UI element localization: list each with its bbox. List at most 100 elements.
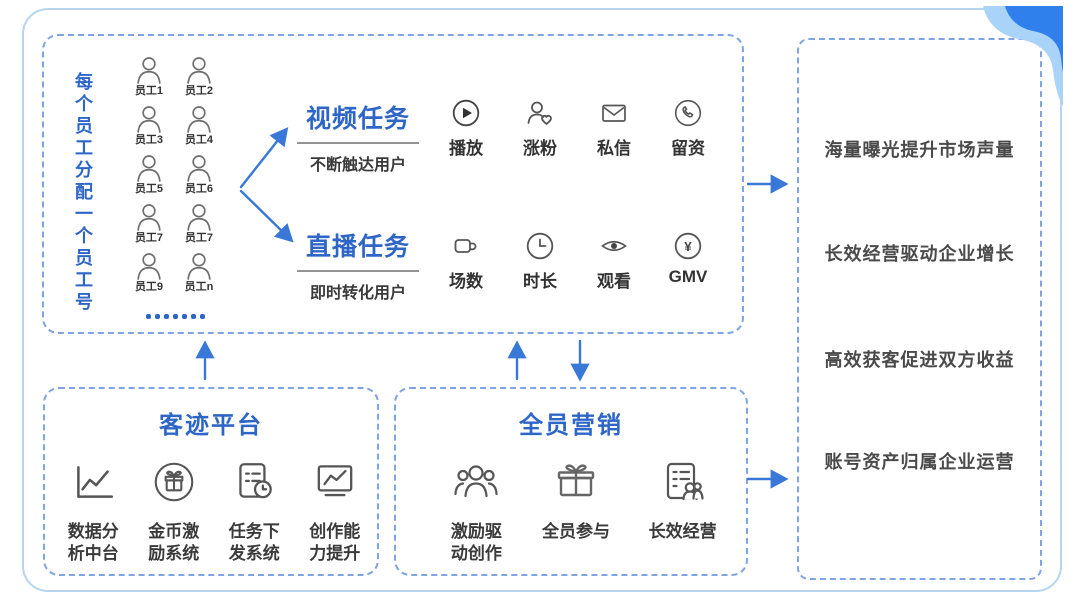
phone-icon <box>674 99 702 127</box>
metric-play: 播放 <box>436 98 496 159</box>
person-icon <box>137 155 161 182</box>
employee-item: 员工7 <box>124 203 174 249</box>
benefit-item: 海量曝光提升市场声量 <box>824 140 1015 160</box>
video-task-block: 视频任务 不断触达用户 <box>297 99 419 175</box>
data-chart-icon <box>77 466 114 498</box>
metric-label: GMV <box>668 267 708 286</box>
feature-coin-incentive: 金币激励系统 <box>147 457 201 565</box>
person-icon <box>187 204 211 231</box>
employee-label: 员工1 <box>134 85 164 97</box>
ellipsis-dots <box>146 314 205 319</box>
yuan-icon: ¥ <box>674 232 702 260</box>
person-icon <box>187 155 211 182</box>
doc-person-icon <box>666 462 704 501</box>
team-icon <box>454 465 498 498</box>
corner-wave-decoration <box>983 6 1063 106</box>
metric-label: 时长 <box>523 272 557 291</box>
coin-incentive-icon <box>154 462 194 502</box>
platform-panel: 客迹平台 数据分析中台 金币激励系统 任务下发系统 创作能力提升 <box>43 387 379 576</box>
employee-item: 员工n <box>174 252 224 298</box>
feature-creation-boost: 创作能力提升 <box>308 457 362 565</box>
employee-item: 员工6 <box>174 154 224 200</box>
person-icon <box>137 57 161 84</box>
employee-item: 员工4 <box>174 105 224 151</box>
metric-messages: 私信 <box>584 98 644 159</box>
metric-views: 观看 <box>584 231 644 292</box>
employee-item: 员工5 <box>124 154 174 200</box>
employee-grid: 员工1 员工2 员工3 员工4 员工5 员工6 <box>124 56 224 298</box>
employee-item: 员工2 <box>174 56 224 102</box>
mail-icon <box>602 104 626 122</box>
eye-icon <box>601 240 627 252</box>
marketing-panel: 全员营销 激励驱动创作 全员参与 长效经营 <box>394 387 748 576</box>
live-task-subtitle: 即时转化用户 <box>309 285 406 302</box>
metric-label: 留资 <box>671 139 705 158</box>
feature-label: 创作能力提升 <box>309 522 361 564</box>
play-icon <box>452 99 480 127</box>
feature-label: 全员参与 <box>541 522 610 541</box>
employee-label: 员工n <box>184 281 214 293</box>
outer-frame <box>22 8 1062 592</box>
metric-gmv: ¥ GMV <box>658 231 718 292</box>
benefit-item: 高效获客促进双方收益 <box>824 350 1015 370</box>
employee-item: 员工7 <box>174 203 224 249</box>
person-icon <box>187 253 211 280</box>
metric-leads: 留资 <box>658 98 718 159</box>
person-icon <box>137 204 161 231</box>
benefit-item: 账号资产归属企业运营 <box>824 452 1015 472</box>
employee-assignment-vertical-label: 每个员工分配一个员工号 <box>73 72 93 314</box>
video-task-subtitle: 不断触达用户 <box>309 157 406 174</box>
svg-text:¥: ¥ <box>684 239 692 254</box>
feature-label: 长效经营 <box>648 522 717 541</box>
feature-label: 数据分析中台 <box>67 522 119 564</box>
follower-growth-icon <box>527 101 552 125</box>
marketing-panel-title: 全员营销 <box>519 412 623 439</box>
task-dispatch-icon <box>239 463 273 499</box>
employee-label: 员工9 <box>134 281 164 293</box>
employee-label: 员工6 <box>184 183 214 195</box>
feature-longterm-operation: 长效经营 <box>649 457 717 543</box>
benefit-item: 长效经营驱动企业增长 <box>824 244 1015 264</box>
employee-tasks-panel: 每个员工分配一个员工号 员工1 员工2 员工3 员工4 员工5 <box>42 34 744 334</box>
person-icon <box>137 253 161 280</box>
marketing-features: 激励驱动创作 全员参与 长效经营 <box>430 457 736 565</box>
person-icon <box>187 57 211 84</box>
feature-task-dispatch: 任务下发系统 <box>227 457 281 565</box>
metric-label: 场数 <box>449 272 483 291</box>
metric-followers: 涨粉 <box>510 98 570 159</box>
employee-label: 员工7 <box>134 232 164 244</box>
employee-label: 员工7 <box>184 232 214 244</box>
video-task-title: 视频任务 <box>297 99 419 144</box>
metric-label: 观看 <box>597 272 631 291</box>
employee-item: 员工9 <box>124 252 174 298</box>
metric-sessions: 场数 <box>436 231 496 292</box>
feature-incentive-creation: 激励驱动创作 <box>449 457 503 565</box>
person-icon <box>137 106 161 133</box>
live-task-title: 直播任务 <box>297 227 419 272</box>
platform-features: 数据分析中台 金币激励系统 任务下发系统 创作能力提升 <box>53 457 375 565</box>
feature-all-participate: 全员参与 <box>542 457 610 543</box>
employee-label: 员工5 <box>134 183 164 195</box>
clock-icon <box>526 232 554 260</box>
platform-panel-title: 客迹平台 <box>159 412 263 439</box>
metric-label: 播放 <box>449 139 483 158</box>
feature-label: 激励驱动创作 <box>450 522 502 564</box>
person-icon <box>187 106 211 133</box>
employee-label: 员工4 <box>184 134 214 146</box>
employee-item: 员工1 <box>124 56 174 102</box>
live-metrics-row: 场数 时长 观看 ¥ GMV <box>436 231 718 292</box>
creation-boost-icon <box>317 465 353 497</box>
employee-item: 员工3 <box>124 105 174 151</box>
employee-label: 员工3 <box>134 134 164 146</box>
benefits-panel: 海量曝光提升市场声量 长效经营驱动企业增长 高效获客促进双方收益 账号资产归属企… <box>797 38 1042 580</box>
video-metrics-row: 播放 涨粉 私信 留资 <box>436 98 718 159</box>
metric-duration: 时长 <box>510 231 570 292</box>
metric-label: 涨粉 <box>523 139 557 158</box>
gift-icon <box>557 464 595 497</box>
video-camera-icon <box>454 239 477 253</box>
live-task-block: 直播任务 即时转化用户 <box>297 227 419 303</box>
employee-label: 员工2 <box>184 85 214 97</box>
metric-label: 私信 <box>597 139 631 158</box>
feature-data-analysis: 数据分析中台 <box>66 457 120 565</box>
